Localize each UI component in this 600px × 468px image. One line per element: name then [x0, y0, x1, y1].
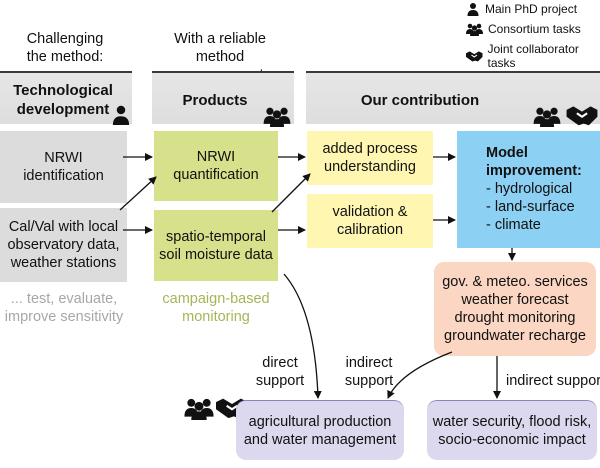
legend-main-label: Main PhD project: [485, 2, 578, 16]
handshake-icon: [466, 51, 483, 62]
note-campaign-monitoring: campaign-based monitoring: [162, 291, 270, 325]
note-test-evaluate: ... test, evaluate, improve sensitivity: [4, 291, 124, 325]
label-indirect-support-right: indirect support: [506, 373, 600, 389]
person-icon: [467, 3, 479, 16]
group-icon: [466, 23, 483, 36]
legend-consortium: Consortium tasks: [466, 22, 581, 36]
legend-main: Main PhD project: [466, 2, 577, 16]
group-icon: [184, 398, 214, 420]
left-column-title: Challenging the method:: [26, 31, 104, 65]
legend-consortium-label: Consortium tasks: [488, 22, 581, 36]
arrow-services-to-agri: [387, 351, 453, 399]
label-direct-support: direct support: [255, 355, 305, 389]
group-icon: [263, 107, 291, 127]
handshake-icon: [566, 106, 598, 126]
box-validation-calibration: validation &calibration: [307, 194, 433, 248]
group-icon: [533, 107, 561, 127]
header-technological-development: Technological development: [0, 71, 132, 125]
legend-joint-label: Joint collaborator tasks: [487, 42, 579, 70]
box-model-improvement: Model improvement: - hydrological - land…: [457, 131, 600, 248]
label-indirect-support-left: indirect support: [344, 355, 394, 389]
arrow-soil-to-agri: [283, 273, 322, 399]
arrow-soil-to-process: [271, 173, 311, 213]
box-water-security: water security, flood risk,socio-economi…: [427, 400, 597, 460]
header-our-contribution: Our contribution: [306, 71, 600, 127]
legend-joint: Joint collaborator tasks: [466, 42, 600, 70]
header-products: Products: [152, 71, 294, 127]
arrow-calval-to-quant: [119, 176, 157, 211]
person-icon: [112, 105, 130, 125]
box-services: gov. & meteo. services weather forecast …: [434, 262, 596, 356]
